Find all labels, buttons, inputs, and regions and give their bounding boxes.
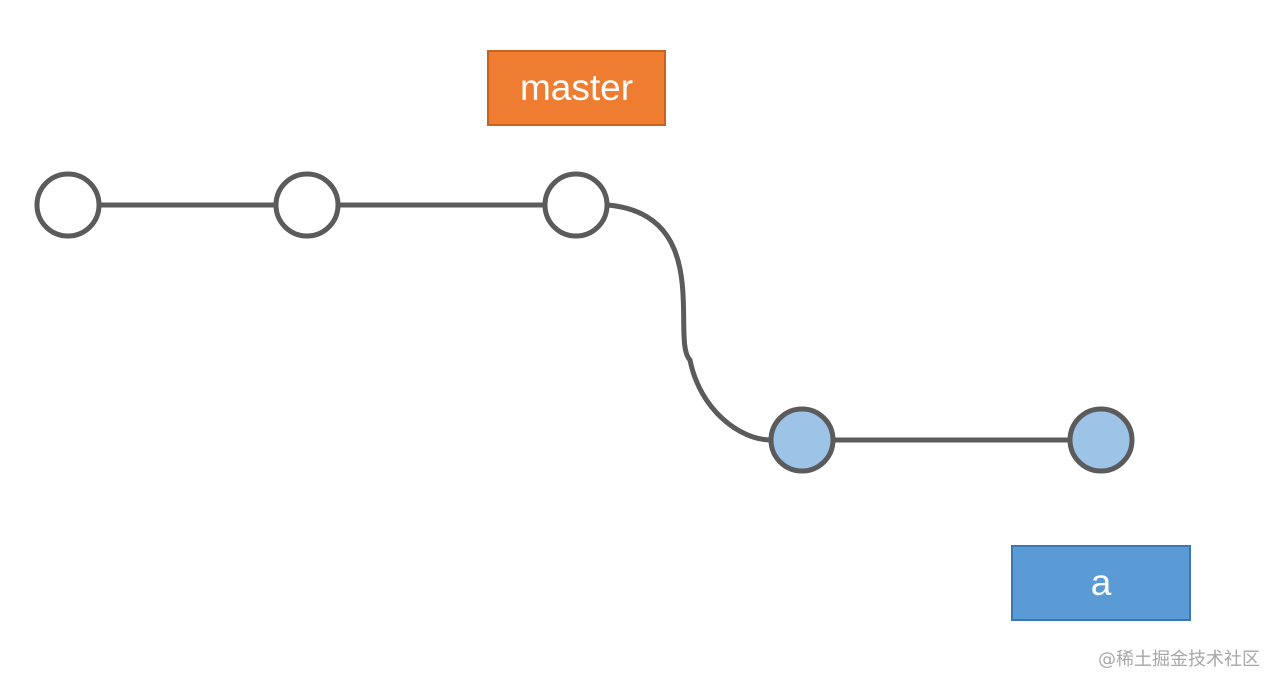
- branch-label-a-text: a: [1090, 562, 1112, 603]
- branch-label-master-text: master: [519, 67, 634, 108]
- commit-node: [542, 171, 610, 239]
- watermark-text: @稀土掘金技术社区: [1098, 649, 1260, 670]
- commit-node: [34, 171, 102, 239]
- branch-label-a: a: [1011, 545, 1191, 621]
- edge-commit3-commit4: [605, 202, 774, 443]
- branch-label-master: master: [487, 50, 666, 126]
- commit-node: [768, 406, 836, 474]
- commit-node: [273, 171, 341, 239]
- commit-node: [1067, 406, 1135, 474]
